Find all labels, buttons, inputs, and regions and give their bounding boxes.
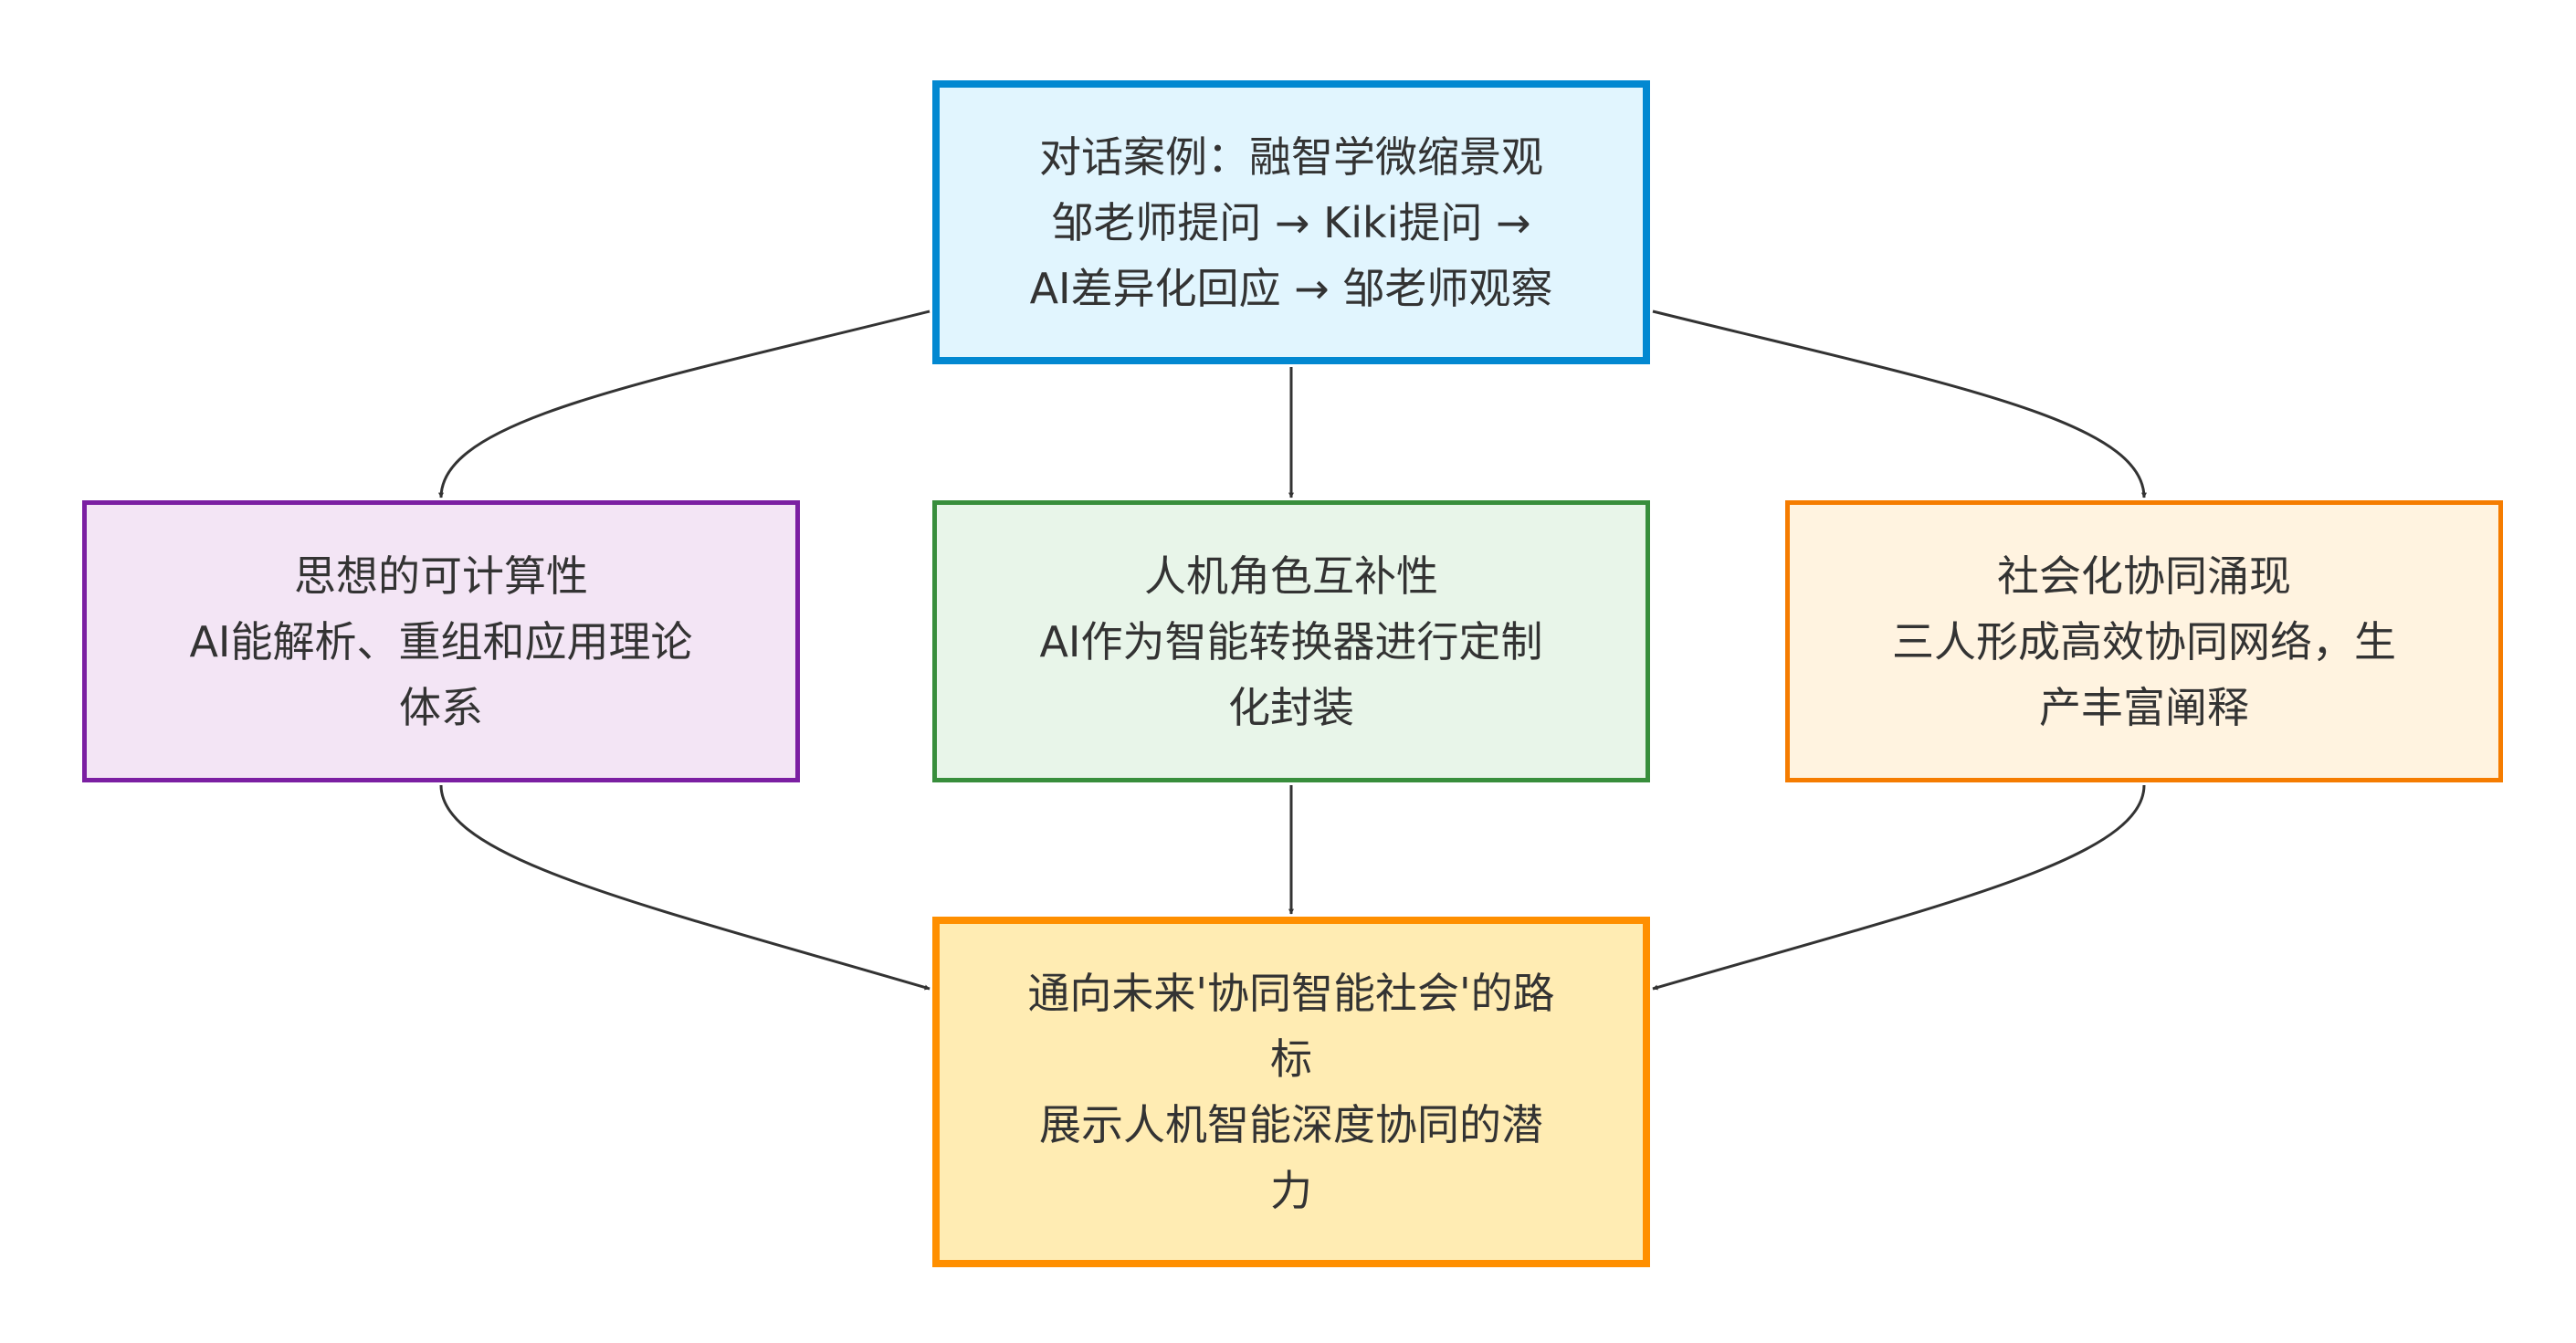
node-dialogue-case-line-1: 对话案例：融智学微缩景观 — [1039, 131, 1543, 182]
node-future-signpost-line-2: 标 — [1270, 1034, 1312, 1084]
node-social-emergence-line-2: 三人形成高效协同网络，生 — [1892, 616, 2396, 666]
node-computability: 思想的可计算性 AI能解析、重组和应用理论 体系 — [82, 500, 800, 782]
node-complementarity-line-2: AI作为智能转换器进行定制 — [1039, 616, 1543, 666]
node-future-signpost: 通向未来'协同智能社会'的路 标 展示人机智能深度协同的潜 力 — [932, 917, 1650, 1267]
node-future-signpost-line-3: 展示人机智能深度协同的潜 — [1039, 1100, 1543, 1149]
node-dialogue-case-line-3: AI差异化回应 → 邹老师观察 — [1029, 263, 1553, 313]
node-future-signpost-line-1: 通向未来'协同智能社会'的路 — [1027, 969, 1555, 1018]
node-computability-line-3: 体系 — [399, 682, 483, 732]
edge-right-to-bottom — [1652, 784, 2146, 991]
node-social-emergence-line-3: 产丰富阐释 — [2039, 682, 2249, 732]
node-dialogue-case-line-2: 邹老师提问 → Kiki提问 → — [1051, 197, 1531, 247]
node-complementarity-line-1: 人机角色互补性 — [1144, 551, 1438, 601]
node-complementarity-line-3: 化封装 — [1228, 682, 1354, 732]
node-dialogue-case: 对话案例：融智学微缩景观 邹老师提问 → Kiki提问 → AI差异化回应 → … — [932, 80, 1650, 364]
edge-top-to-left — [438, 310, 931, 498]
edge-top-to-right — [1652, 310, 2147, 498]
edge-left-to-bottom — [439, 784, 931, 991]
node-complementarity: 人机角色互补性 AI作为智能转换器进行定制 化封装 — [932, 500, 1650, 782]
node-social-emergence-line-1: 社会化协同涌现 — [1997, 551, 2291, 601]
node-computability-line-2: AI能解析、重组和应用理论 — [189, 616, 693, 666]
node-social-emergence: 社会化协同涌现 三人形成高效协同网络，生 产丰富阐释 — [1785, 500, 2503, 782]
node-computability-line-1: 思想的可计算性 — [294, 551, 588, 601]
node-future-signpost-line-4: 力 — [1270, 1166, 1312, 1215]
